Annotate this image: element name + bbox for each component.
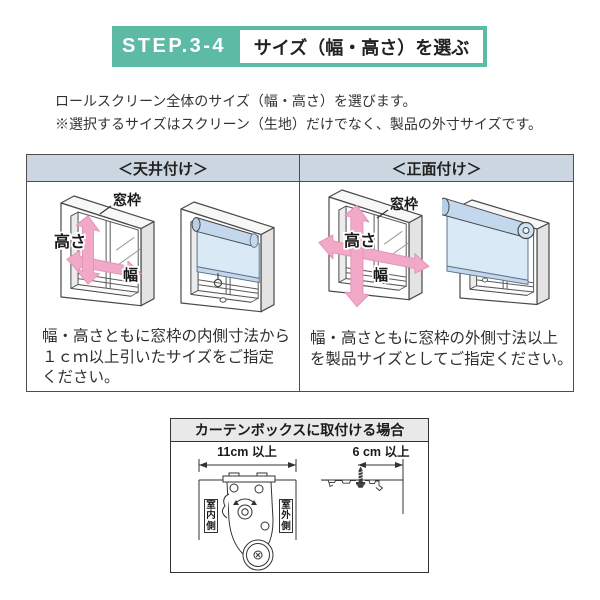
curtain-box-panel: [170, 418, 429, 573]
height-label-c: 高さ: [344, 231, 376, 250]
frame-label-c: 窓枠: [390, 196, 418, 212]
table-header-ceiling-mount: ＜天井付け＞: [27, 155, 299, 182]
curtain-box-drawing: 11cm 以上 6 cm 以上: [198, 444, 410, 571]
width-label-c: 幅: [373, 266, 388, 284]
table-header-ceiling-mount-label: ＜天井付け＞: [117, 160, 208, 178]
inner-side-label: 室内側: [204, 499, 218, 533]
step-badge: STEP.3-4: [112, 26, 236, 67]
left-dimension-label: 11cm 以上: [217, 444, 277, 459]
width-label-a: 幅: [123, 266, 138, 284]
front-mount-screen-diagram: [442, 197, 550, 306]
table-header-front-mount-label: ＜正面付け＞: [391, 160, 482, 178]
page-title-box: サイズ（幅・高さ）を選ぶ: [236, 26, 487, 67]
size-arrows-cross: [318, 204, 430, 308]
front-caption-line-1: 幅・高さともに窓枠の外側寸法以上: [310, 330, 559, 347]
intro-text: ロールスクリーン全体のサイズ（幅・高さ）を選びます。 ※選択するサイズはスクリー…: [55, 90, 542, 136]
intro-line-2: ※選択するサイズはスクリーン（生地）だけでなく、製品の外寸サイズです。: [55, 116, 543, 132]
curtain-box-header: カーテンボックスに取付ける場合: [171, 419, 428, 442]
ceiling-caption-line-1: 幅・高さともに窓枠の内側寸法から: [42, 328, 291, 345]
curtain-box-title: カーテンボックスに取付ける場合: [194, 422, 405, 438]
front-mount-caption: 幅・高さともに窓枠の外側寸法以上 を製品サイズとしてご指定ください。: [310, 329, 573, 370]
right-dimension-label: 6 cm 以上: [353, 444, 410, 459]
front-caption-line-2: を製品サイズとしてご指定ください。: [310, 350, 573, 368]
intro-line-1: ロールスクリーン全体のサイズ（幅・高さ）を選びます。: [55, 93, 417, 109]
size-arrows-cross: [66, 215, 142, 285]
curtain-box-linework: [198, 459, 404, 571]
front-mount-window-diagram: 窓枠 高さ 幅: [318, 189, 430, 308]
diagram-labels: 窓枠 高さ 幅: [342, 196, 418, 286]
ceiling-mount-caption: 幅・高さともに窓枠の内側寸法から １ｃｍ以上引いたサイズをご指定 ください。: [42, 327, 290, 389]
frame-label-a: 窓枠: [113, 192, 141, 208]
ceiling-mount-window-diagram: 窓枠 高さ 幅: [52, 192, 155, 307]
outer-side-label: 室外側: [279, 499, 293, 533]
ceiling-mount-screen-diagram: [180, 201, 275, 313]
height-label-a: 高さ: [54, 232, 86, 251]
diagram-labels: 窓枠 高さ 幅: [52, 192, 141, 286]
ceiling-caption-line-3: ください。: [42, 369, 120, 386]
ceiling-caption-line-2: １ｃｍ以上引いたサイズをご指定: [42, 348, 275, 366]
page-title: サイズ（幅・高さ）を選ぶ: [253, 37, 470, 58]
table-header-front-mount: ＜正面付け＞: [300, 155, 573, 182]
step-badge-label: STEP.3-4: [121, 35, 227, 57]
dimension-labels: 11cm 以上 6 cm 以上: [217, 444, 410, 459]
table-column-divider: [299, 154, 300, 392]
